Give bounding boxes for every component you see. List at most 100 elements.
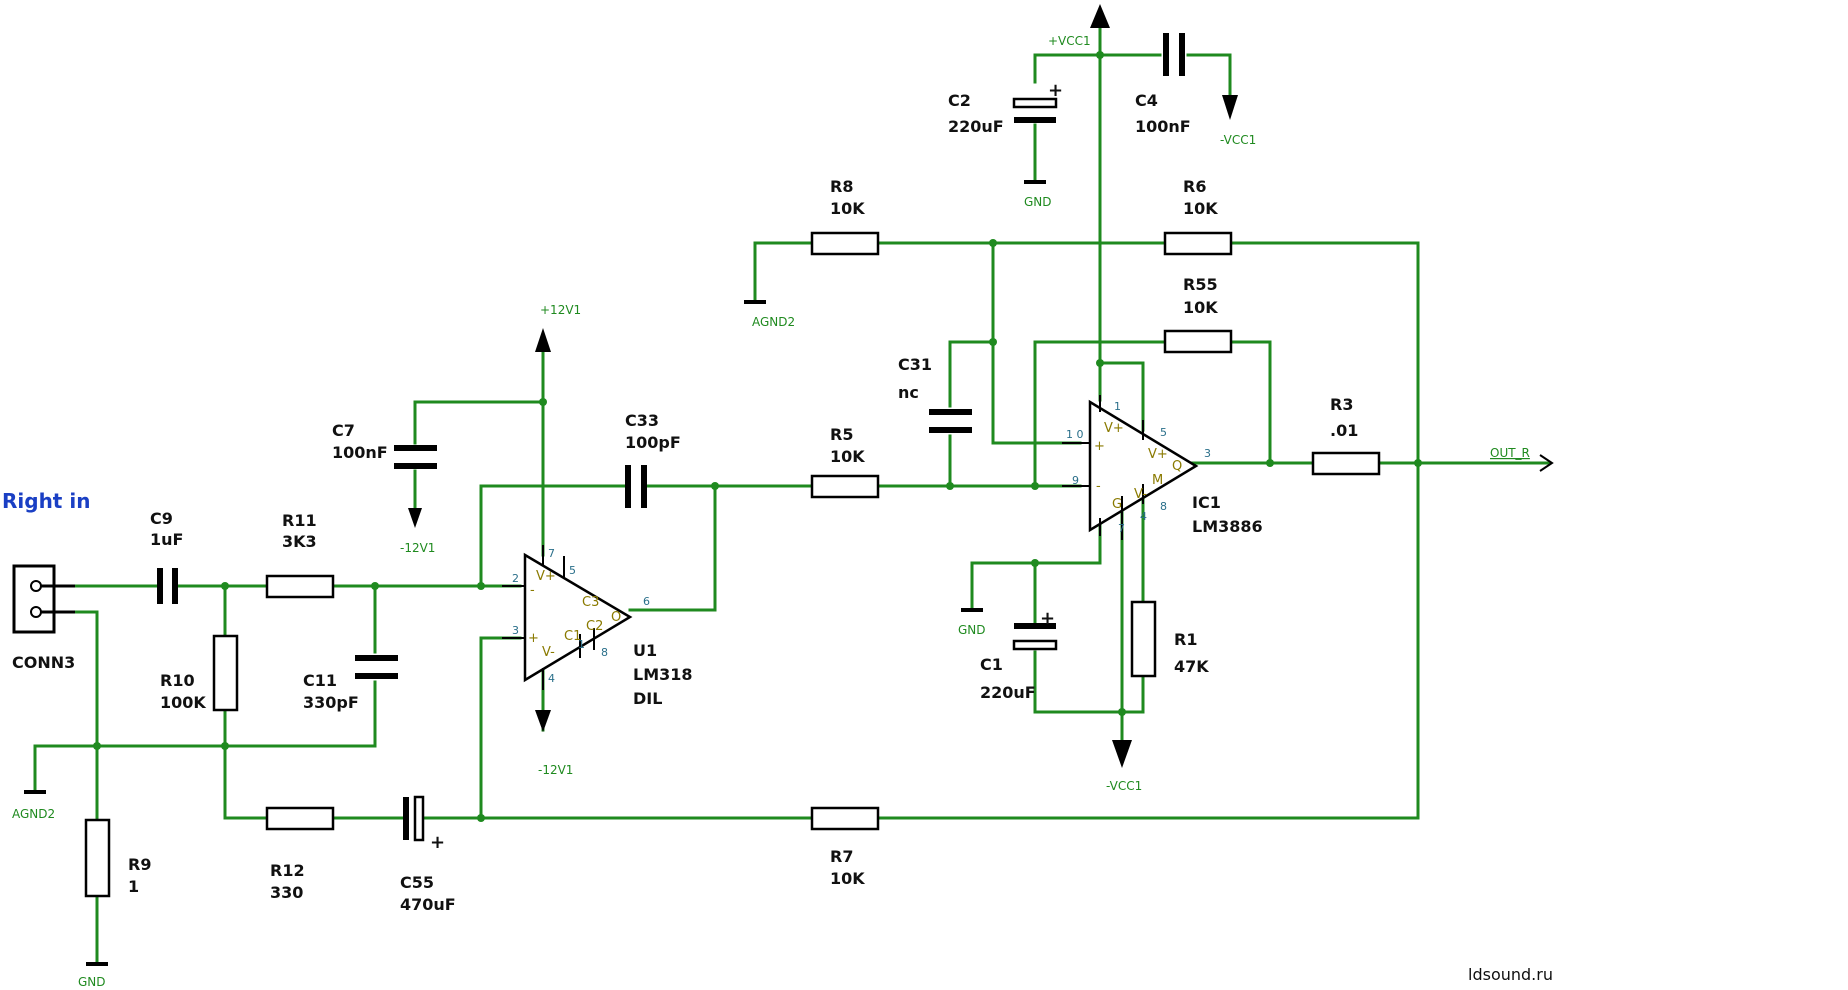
agnd2-top-label: AGND2 [752,315,795,329]
c2-gnd-label: GND [1024,195,1052,209]
u1-pin-1: 1 [578,638,585,651]
resistor-body [1163,231,1233,256]
wire-ic1-pin5 [1098,361,1145,432]
junction [477,814,485,822]
u1-plus-label: + [528,631,539,646]
ic1-pin-7: 7 [1118,522,1125,535]
u1-ref: U1 [633,641,657,660]
junction [539,398,547,406]
wires [33,26,1552,964]
site-watermark: ldsound.ru [1468,965,1553,984]
mvcc-bottom-supply: -VCC1 [1106,740,1142,793]
resistor-body [810,806,880,831]
c55-plus-mark: + [430,832,445,853]
junction [221,742,229,750]
r9-resistor: R9 1 GND [78,818,151,989]
wire-r55-left [1033,340,1167,488]
junction [1414,459,1422,467]
opamp-body [523,552,633,683]
ic1-value: LM3886 [1192,517,1263,536]
wire-c33-left [479,484,627,588]
c7-capacitor: C7 100nF -12V1 [332,421,437,555]
u1-o-label: O [611,610,621,625]
wire-r7-feedback [876,461,1420,820]
r6-ref: R6 [1183,177,1206,196]
junctions [93,51,1422,822]
wire-u1-plus [479,636,522,820]
agnd2-left-label: AGND2 [12,807,55,821]
r12-value: 330 [270,883,303,902]
supply-arrow-up [1090,4,1110,28]
u1-pin-2: 2 [512,572,519,585]
c2-capacitor: + C2 220uF GND [948,80,1063,209]
ic1-pin-3: 3 [1204,447,1211,460]
resistor-body [810,231,880,256]
wire-c31-top [948,340,995,408]
c1-gnd-label: GND [958,623,986,637]
c33-ref: C33 [625,411,659,430]
r12-resistor: R12 330 [265,806,335,902]
u1-pin-7: 7 [548,547,555,560]
conn3-connector: CONN3 [12,564,75,672]
junction [93,742,101,750]
r9-gnd-label: GND [78,975,106,989]
junction [1031,559,1039,567]
junction [1031,482,1039,490]
r5-value: 10K [830,447,865,466]
c9-capacitor: C9 1uF [150,509,183,604]
r12-ref: R12 [270,861,305,880]
ic1-ref: IC1 [1192,493,1221,512]
ic1-pin-4: 4 [1140,510,1147,523]
c1-ref: C1 [980,655,1003,674]
minus-supply-arrow [1222,95,1238,120]
junction [477,582,485,590]
c9-ref: C9 [150,509,173,528]
c7-ref: C7 [332,421,355,440]
ic1-vplus-right-label: V+ [1148,447,1168,462]
r8-ref: R8 [830,177,853,196]
c55-value: 470uF [400,895,456,914]
conn3-ref: CONN3 [12,653,75,672]
r8-value: 10K [830,199,865,218]
u1-pin-6: 6 [643,595,650,608]
cap-plate-polarized [413,795,425,842]
r11-ref: R11 [282,511,317,530]
r3-ref: R3 [1330,395,1353,414]
c4-mvcc-label: -VCC1 [1220,133,1256,147]
resistor-body [1163,329,1233,354]
resistor-body [810,474,880,499]
wire-r55-right [1229,340,1272,465]
c1-capacitor: + C1 220uF GND [958,608,1058,702]
r55-ref: R55 [1183,275,1218,294]
cap-plate-polarized [1012,639,1058,651]
ic1-pin-9: 9 [1072,474,1079,487]
r10-ref: R10 [160,671,195,690]
out-r-label: OUT_R [1490,446,1530,460]
r1-value: 47K [1174,657,1209,676]
connector-body [12,564,56,634]
u1-c2-label: C2 [586,619,603,634]
u1-minus-label: - [530,583,535,598]
wire-agnd-bus [33,680,377,792]
ic1-pin-1: 1 [1114,400,1121,413]
ic1-pin-8: 8 [1160,500,1167,513]
junction [1096,51,1104,59]
r7-value: 10K [830,869,865,888]
ic1-minus-label: - [1096,479,1101,494]
r11-value: 3K3 [282,532,317,551]
u1-package: DIL [633,689,662,708]
wire-ic1-plus [991,241,1082,445]
r9-value: 1 [128,877,139,896]
wire-c4-right [1186,53,1232,97]
ic1-power-amp: 1 1 0 9 5 3 7 4 8 V+ + - V+ Q G V- M IC1… [1062,395,1263,540]
ic1-plus-label: + [1094,439,1105,454]
cap-plate-polarized [1012,97,1058,109]
r5-resistor: R5 10K [810,425,880,499]
junction [221,582,229,590]
r10-value: 100K [160,693,206,712]
p12v-supply: +12V1 [535,303,581,352]
junction [1266,459,1274,467]
resistor-body [265,806,335,831]
